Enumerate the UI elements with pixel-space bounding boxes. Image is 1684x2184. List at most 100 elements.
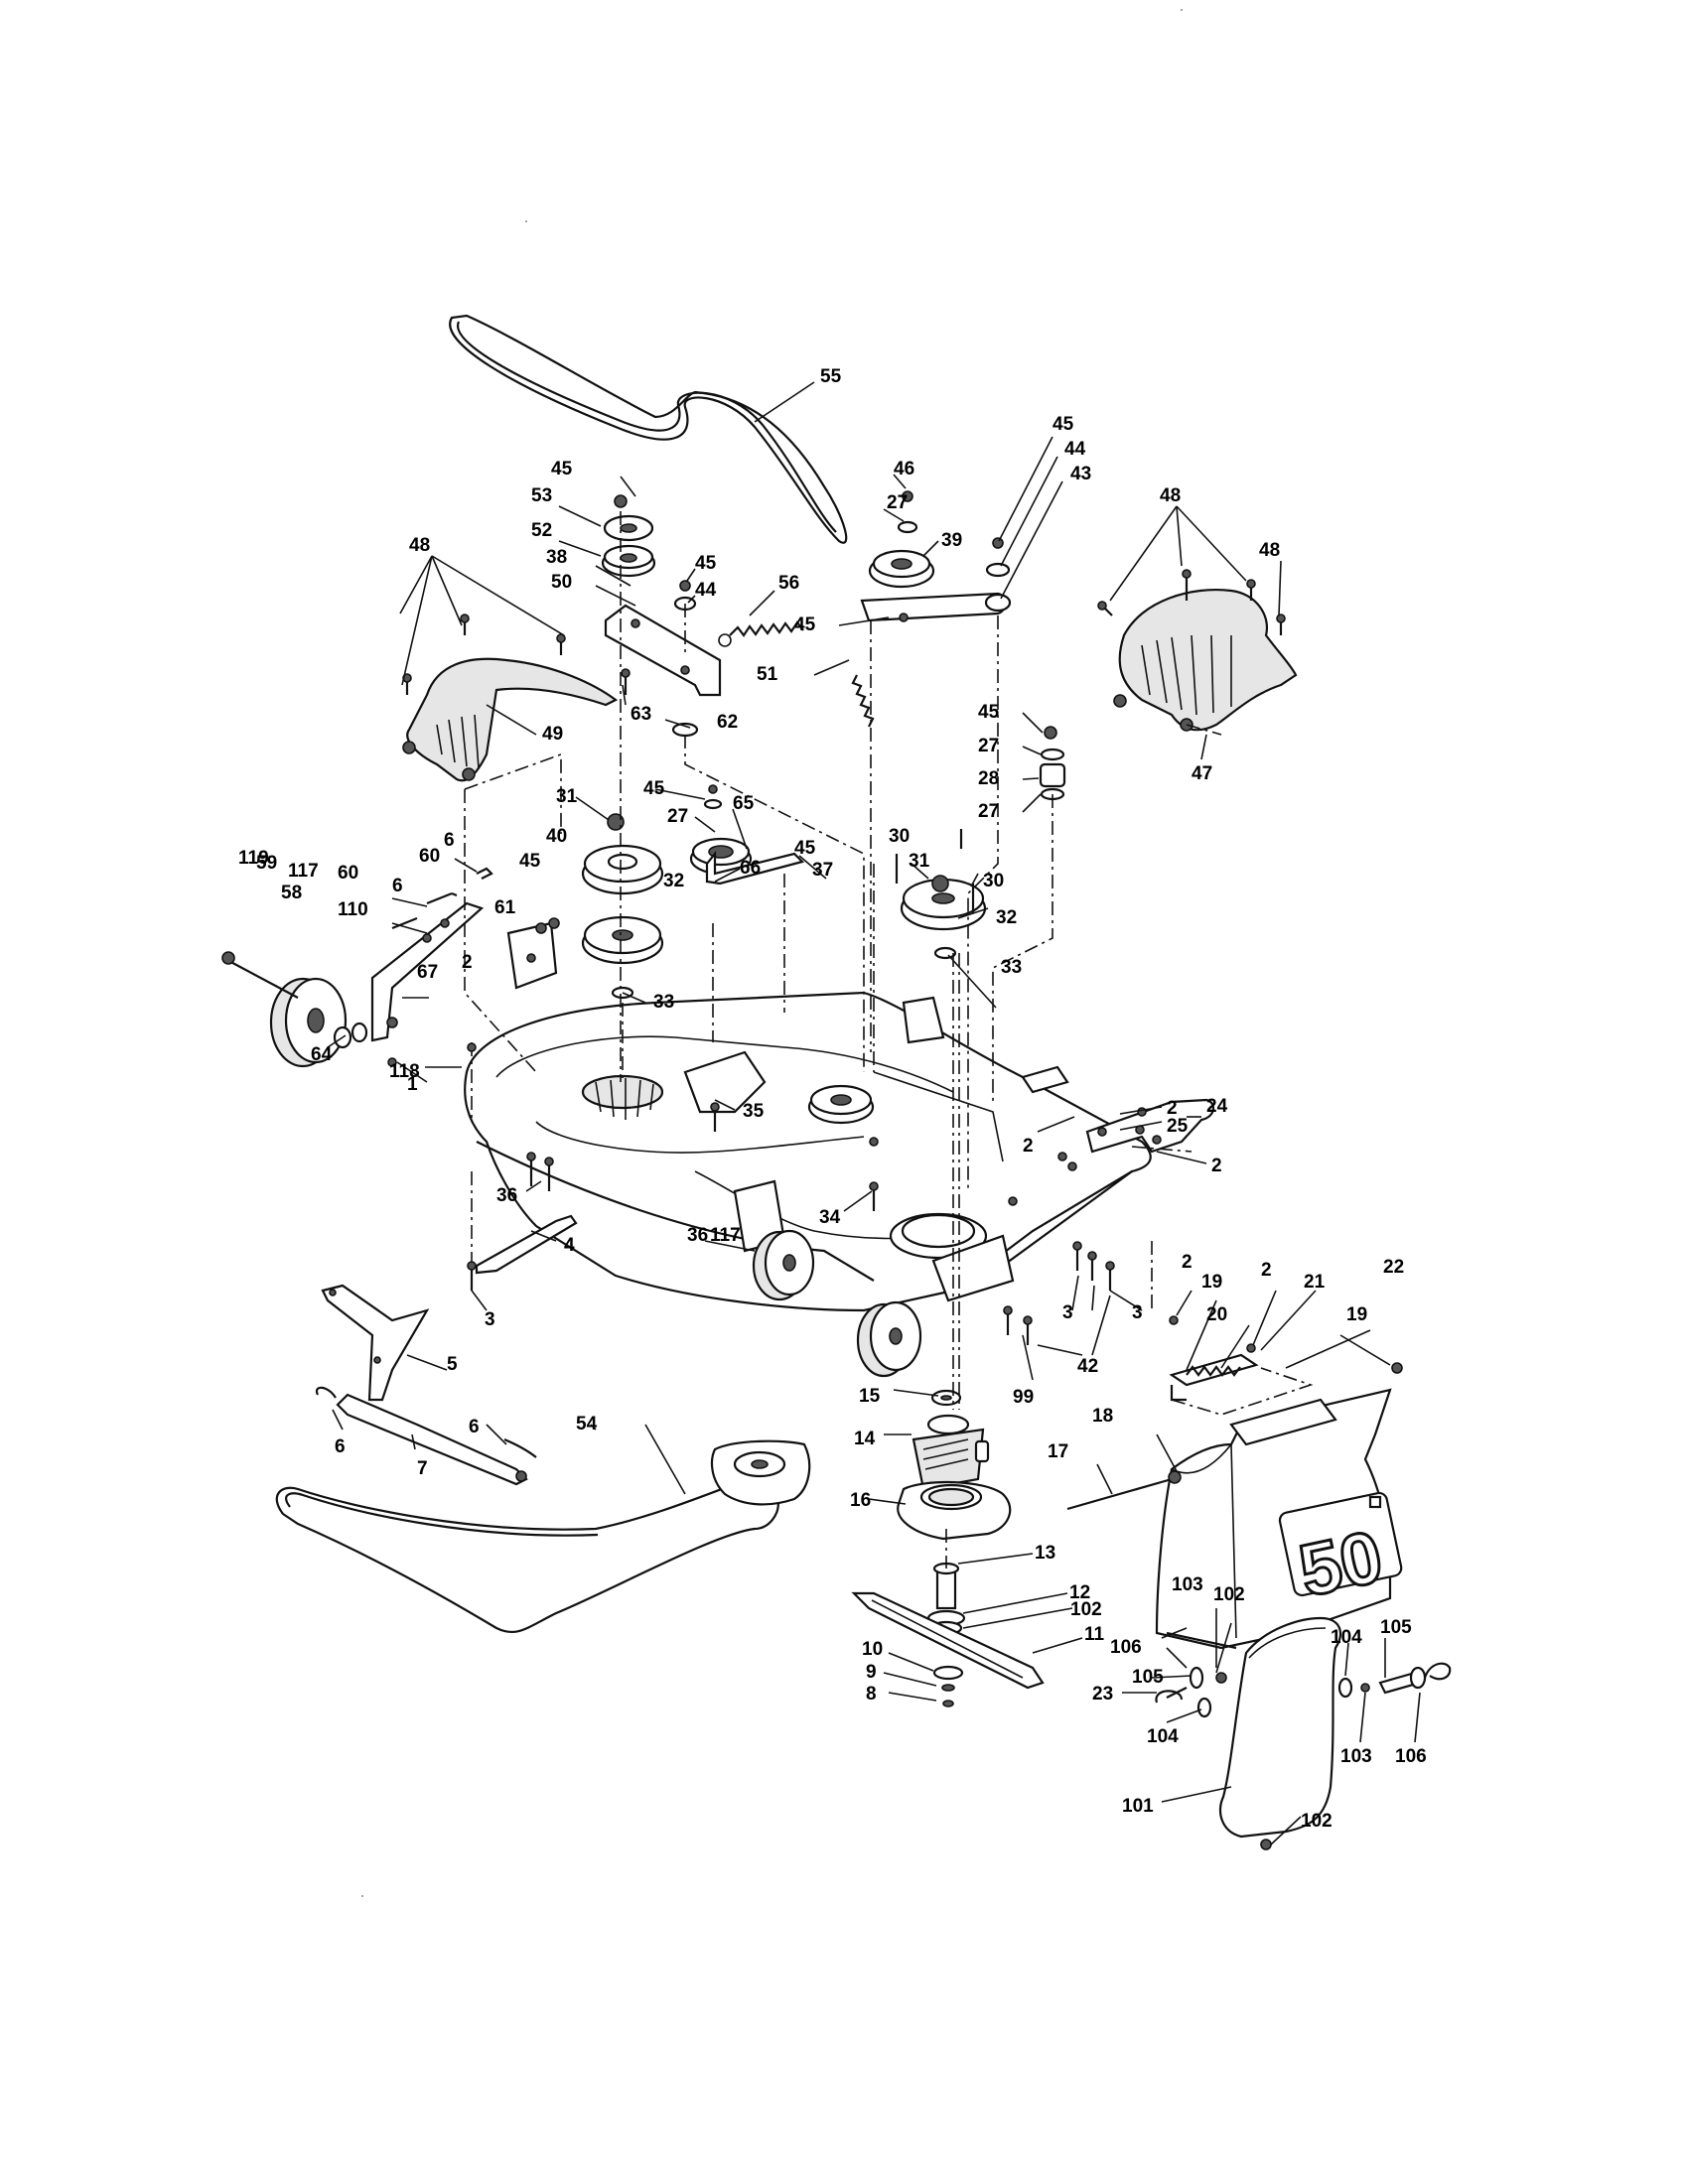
callout-54: 54 xyxy=(576,1414,598,1434)
callout-50: 50 xyxy=(551,572,572,593)
bracket-37 xyxy=(705,850,805,886)
top-hardware xyxy=(402,490,1286,801)
callout-104: 104 xyxy=(1147,1726,1179,1747)
callout-105: 105 xyxy=(1380,1617,1412,1638)
idler-pulley-53 xyxy=(603,514,654,542)
mower-deck-housing-1 xyxy=(464,991,1152,1312)
callout-27: 27 xyxy=(887,492,908,513)
callout-19: 19 xyxy=(1201,1272,1222,1293)
callout-63: 63 xyxy=(631,704,651,725)
callout-23: 23 xyxy=(1092,1684,1113,1705)
callout-28: 28 xyxy=(978,768,999,789)
callout-2: 2 xyxy=(462,952,473,973)
callout-32: 32 xyxy=(663,871,684,891)
anti-scalp-arm-117 xyxy=(370,901,485,1042)
callout-45: 45 xyxy=(794,614,816,635)
callout-3: 3 xyxy=(485,1309,495,1330)
scan-speck xyxy=(525,220,527,222)
idler-pulley-39 xyxy=(868,549,935,589)
callout-2: 2 xyxy=(1211,1156,1222,1176)
deck-wheel-117-left xyxy=(752,1229,815,1301)
blade-11 xyxy=(851,1591,1045,1690)
callout-45: 45 xyxy=(519,851,541,872)
callout-43: 43 xyxy=(1070,464,1091,484)
deck-wheel-117-right xyxy=(856,1300,922,1378)
callout-61: 61 xyxy=(494,897,516,918)
callout-101: 101 xyxy=(1122,1796,1154,1817)
callout-118: 118 xyxy=(389,1061,420,1082)
callout-33: 33 xyxy=(653,992,674,1013)
callout-27: 27 xyxy=(978,736,999,756)
deck-fasteners xyxy=(387,1042,1147,1345)
callout-27: 27 xyxy=(667,806,688,827)
callout-31: 31 xyxy=(909,851,930,872)
callout-45: 45 xyxy=(695,553,717,574)
callout-22: 22 xyxy=(1383,1257,1404,1278)
callout-11: 11 xyxy=(1084,1624,1105,1645)
callout-102: 102 xyxy=(1301,1811,1333,1832)
spindle-pulley-40 xyxy=(581,813,664,895)
spindle-bearing-15 xyxy=(930,1389,962,1407)
callout-59: 59 xyxy=(256,853,277,874)
callout-4: 4 xyxy=(564,1235,575,1256)
callout-67: 67 xyxy=(417,962,438,983)
callout-27: 27 xyxy=(978,801,999,822)
electric-clutch xyxy=(710,1439,811,1506)
callout-58: 58 xyxy=(281,883,302,903)
callout-56: 56 xyxy=(778,573,799,594)
callout-9: 9 xyxy=(866,1662,877,1683)
callout-34: 34 xyxy=(819,1207,841,1228)
deck-belt-55 xyxy=(449,314,848,544)
callout-55: 55 xyxy=(820,366,842,387)
lift-link-4 xyxy=(475,1214,578,1275)
spindle-mount-16 xyxy=(897,1480,1012,1541)
callout-25: 25 xyxy=(1167,1116,1189,1137)
blade-hardware xyxy=(932,1665,964,1707)
belt-shield-left-49 xyxy=(402,657,619,782)
callout-117: 117 xyxy=(710,1225,741,1246)
callout-104: 104 xyxy=(1331,1627,1362,1648)
callout-45: 45 xyxy=(794,838,816,859)
spring-51 xyxy=(851,674,875,728)
callout-2: 2 xyxy=(1261,1260,1272,1281)
bracket-24 xyxy=(1085,1098,1214,1154)
callout-53: 53 xyxy=(531,485,552,506)
callout-35: 35 xyxy=(743,1101,765,1122)
callout-60: 60 xyxy=(419,846,440,867)
spring-56 xyxy=(718,620,804,647)
callout-49: 49 xyxy=(542,724,563,745)
callout-46: 46 xyxy=(894,459,914,479)
drive-belt-54 xyxy=(275,1480,779,1633)
callout-17: 17 xyxy=(1048,1441,1068,1462)
callout-10: 10 xyxy=(862,1639,883,1660)
callout-6: 6 xyxy=(444,830,455,851)
callout-102: 102 xyxy=(1070,1599,1102,1620)
pins-60 xyxy=(391,867,493,930)
callout-13: 13 xyxy=(1035,1543,1055,1564)
idler-arm-50 xyxy=(604,604,722,697)
callout-3: 3 xyxy=(1062,1302,1073,1323)
spring-20-bracket xyxy=(1169,1315,1403,1402)
callout-37: 37 xyxy=(812,860,833,881)
callout-30: 30 xyxy=(889,826,910,847)
belt-shield-right-47 xyxy=(1113,589,1298,732)
callout-19: 19 xyxy=(1346,1304,1367,1325)
callout-8: 8 xyxy=(866,1684,877,1705)
callout-3: 3 xyxy=(1132,1302,1143,1323)
callout-38: 38 xyxy=(546,547,567,568)
callout-39: 39 xyxy=(941,530,962,551)
callout-62: 62 xyxy=(717,712,738,733)
spindle-housing-14 xyxy=(912,1414,990,1491)
callout-105: 105 xyxy=(1132,1667,1164,1688)
callout-30: 30 xyxy=(983,871,1004,891)
callout-6: 6 xyxy=(335,1436,346,1457)
scan-speck xyxy=(361,1895,363,1897)
idler-pulley-52 xyxy=(601,544,656,578)
callout-33: 33 xyxy=(1001,957,1022,978)
callout-64: 64 xyxy=(311,1044,333,1065)
callout-106: 106 xyxy=(1110,1637,1142,1658)
callout-31: 31 xyxy=(556,786,578,807)
callout-103: 103 xyxy=(1340,1746,1372,1767)
callout-110: 110 xyxy=(338,899,368,920)
discharge-chute-101 xyxy=(1218,1616,1342,1839)
